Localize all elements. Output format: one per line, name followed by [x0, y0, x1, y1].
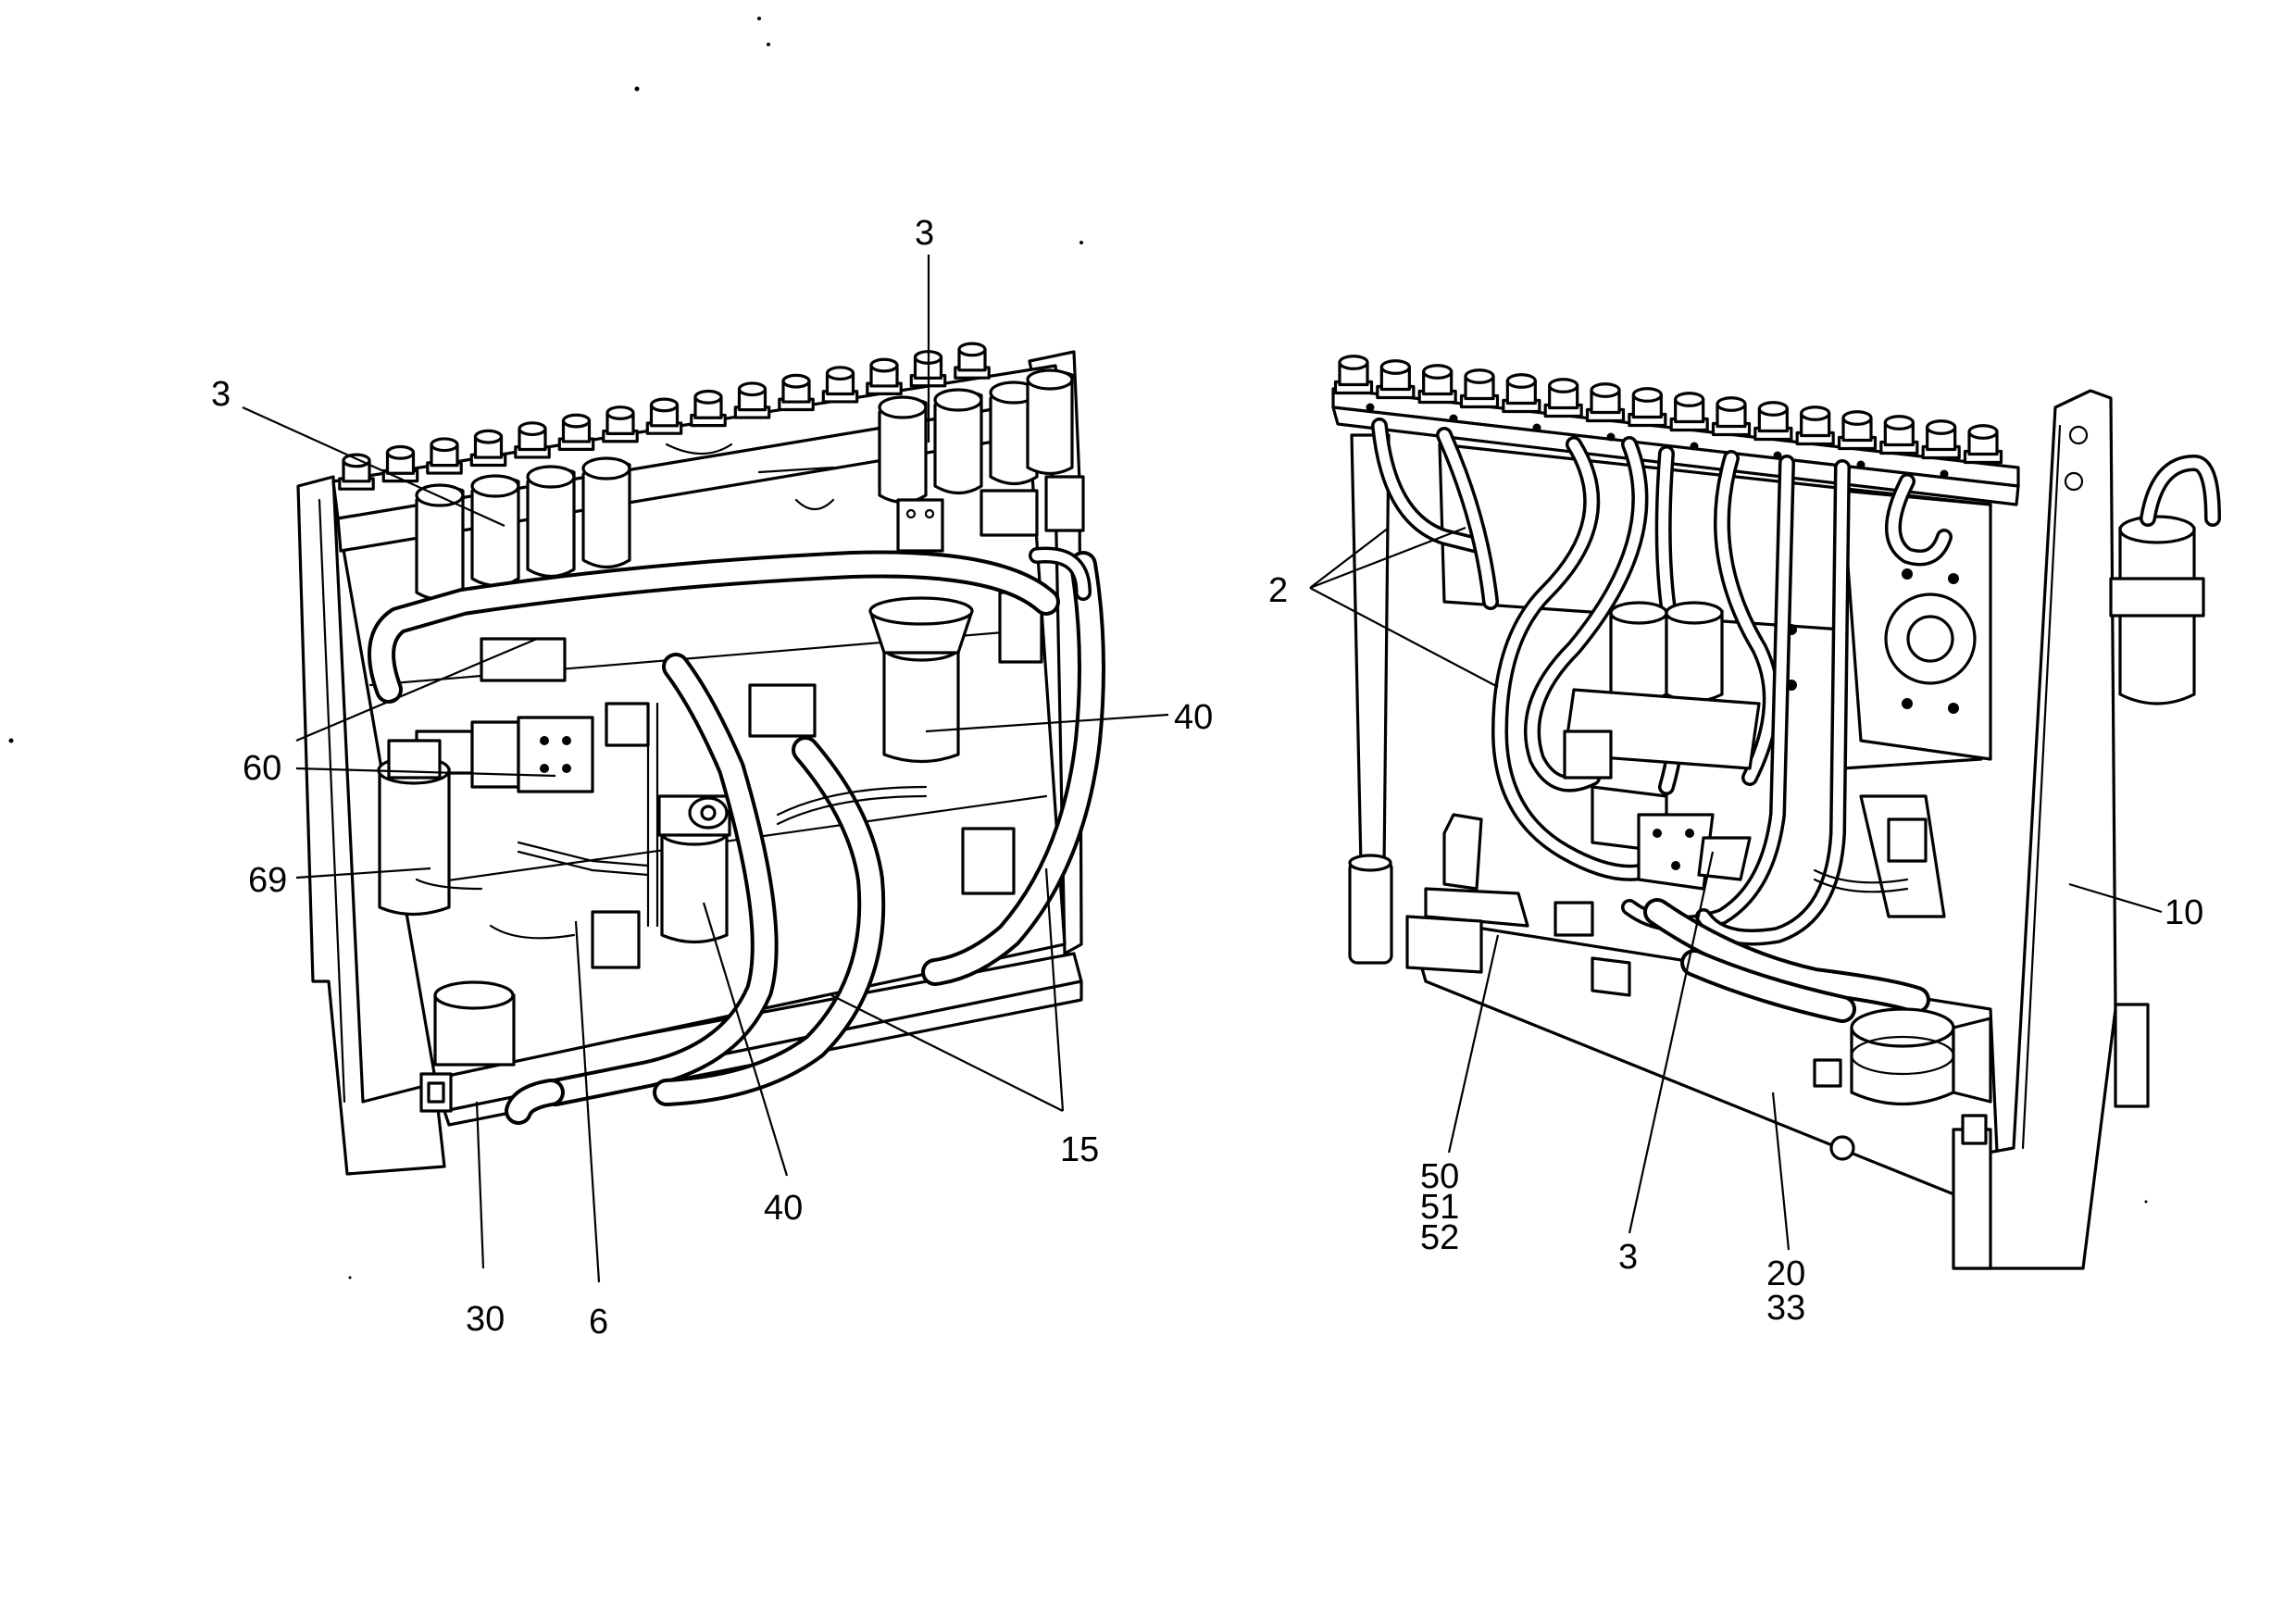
callout-6: 6 — [589, 1303, 608, 1341]
fitting-cap — [1376, 359, 1416, 400]
fitting-cap — [1333, 355, 1374, 395]
callout-40-bottom: 40 — [764, 1189, 803, 1228]
cylinder-cans-right — [878, 368, 1074, 505]
callout-69: 69 — [248, 861, 287, 900]
fitting-cap — [1585, 382, 1626, 423]
fitting-cap — [866, 357, 903, 395]
right-hydraulic-assembly — [1331, 355, 2221, 1270]
callout-50: 50 — [1420, 1157, 1459, 1196]
fitting-cap — [557, 413, 595, 451]
fitting-cap — [1669, 392, 1709, 432]
fitting-cap — [733, 381, 771, 419]
fitting-cap — [821, 366, 859, 404]
fitting-cap — [1921, 419, 1961, 460]
fitting-cap — [1879, 415, 1919, 455]
scan-specks — [8, 17, 2148, 1279]
solenoid-blocks — [415, 637, 1016, 1067]
callout-51: 51 — [1420, 1188, 1459, 1227]
fitting-cap — [1628, 387, 1667, 428]
callout-3-upper-left: 3 — [211, 375, 231, 414]
tubing-left — [415, 443, 928, 940]
fitting-cap — [469, 429, 507, 468]
fitting-cap — [954, 342, 991, 380]
callout-labels: 3 3 60 69 40 40 15 30 6 2 10 50 51 52 3 … — [211, 214, 2203, 1341]
fitting-cap — [426, 437, 463, 475]
fitting-cap — [1753, 401, 1793, 442]
callout-52: 52 — [1420, 1218, 1459, 1257]
fitting-cap — [514, 421, 551, 459]
fitting-cap — [1837, 410, 1878, 451]
hoses-left — [368, 546, 1105, 1125]
callout-33: 33 — [1766, 1289, 1805, 1328]
fitting-cap — [1417, 364, 1457, 405]
fitting-cap — [1543, 378, 1583, 418]
leader-lines — [242, 255, 2163, 1283]
fitting-cap — [1502, 373, 1541, 414]
fitting-cap — [645, 397, 683, 435]
callout-15: 15 — [1060, 1130, 1099, 1169]
fitting-cap — [381, 444, 419, 483]
fitting-cap — [602, 406, 639, 443]
left-hydraulic-assembly — [296, 342, 1105, 1176]
fitting-cap — [1963, 424, 2003, 465]
callout-30: 30 — [466, 1300, 505, 1339]
fitting-cap — [1459, 368, 1500, 409]
callout-3-right: 3 — [1618, 1238, 1638, 1277]
fitting-cap — [778, 373, 815, 412]
callout-20: 20 — [1766, 1254, 1805, 1293]
fitting-cap — [1711, 396, 1752, 437]
fitting-cap — [1795, 406, 1835, 446]
callout-10: 10 — [2165, 893, 2203, 932]
fitting-cap — [690, 389, 727, 428]
callout-60: 60 — [243, 749, 281, 788]
callout-3-top: 3 — [915, 214, 934, 253]
fitting-cap — [338, 453, 375, 491]
callout-40-right: 40 — [1174, 698, 1213, 737]
cylinder-cans-left — [415, 456, 631, 602]
callout-2: 2 — [1268, 571, 1288, 610]
filter-canisters-left — [377, 596, 974, 944]
